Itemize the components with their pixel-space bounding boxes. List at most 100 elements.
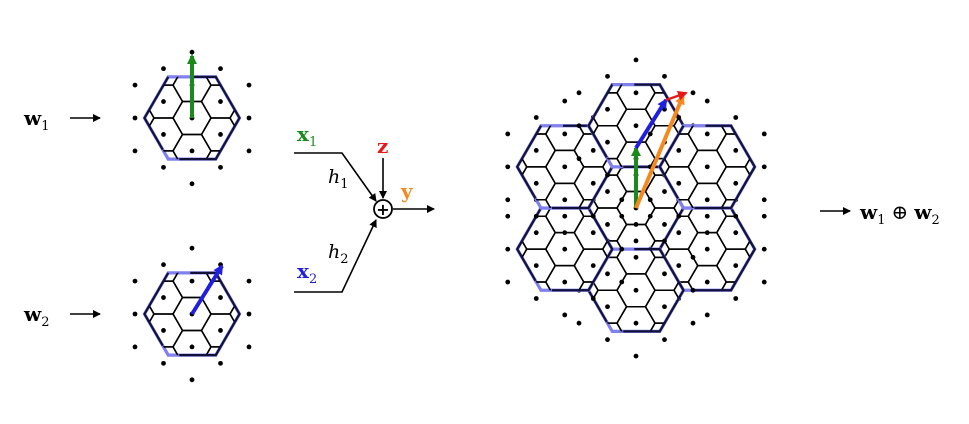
output-patch-6-lattice-point bbox=[761, 164, 767, 170]
patch-w2-lattice-point bbox=[161, 262, 166, 268]
output-patch-6-lattice-point bbox=[733, 180, 739, 186]
output-patch-5-lattice-point bbox=[576, 90, 582, 96]
output-patch-3-lattice-point bbox=[619, 246, 625, 252]
output-patch-3-lattice-point bbox=[533, 296, 539, 301]
codeword-vector-x2 bbox=[190, 264, 224, 316]
output-patch-5-lattice-point bbox=[690, 90, 696, 96]
patch-w1-lattice-point bbox=[161, 132, 166, 137]
output-patch-4-lattice-point bbox=[562, 164, 568, 170]
label-x2: x2 bbox=[297, 259, 317, 287]
patch-w2-lattice-point bbox=[189, 344, 195, 350]
output-patch-6-lattice-point bbox=[733, 213, 739, 219]
output-vector-noise bbox=[665, 90, 688, 102]
output-patch-2-lattice-point bbox=[633, 353, 639, 359]
output-patch-0-lattice-point bbox=[605, 222, 610, 227]
output-patch-0-lattice-point bbox=[662, 222, 667, 227]
output-patch-4-lattice-point bbox=[505, 131, 511, 137]
patch-w2-lattice-point bbox=[246, 311, 252, 317]
output-patch-1-lattice-point bbox=[647, 213, 653, 219]
output-patch-1-lattice-point bbox=[733, 296, 739, 301]
output-patch-5-lattice-point bbox=[605, 139, 610, 145]
output-patch-5-lattice-point bbox=[576, 156, 582, 162]
output-patch-3-lattice-point bbox=[619, 213, 625, 219]
patch-w1-lattice-point bbox=[161, 66, 166, 72]
output-patch-1-lattice-point bbox=[704, 213, 710, 219]
output-patch-6-lattice-point bbox=[676, 148, 682, 153]
output-patch-5-lattice-point bbox=[633, 57, 639, 63]
output-patch-0-lattice-point bbox=[605, 189, 610, 194]
patch-w1-lattice-point bbox=[161, 99, 166, 104]
output-patch-3-lattice-point bbox=[505, 246, 511, 252]
label-noise: z bbox=[377, 134, 388, 158]
patch-w2-lattice-point bbox=[161, 328, 166, 333]
output-patch-3-lattice-point bbox=[590, 296, 596, 301]
output-patch-2-lattice-point bbox=[633, 320, 639, 326]
patch-w1-lattice-point bbox=[132, 115, 138, 121]
output-patch-6-lattice-point bbox=[733, 115, 739, 120]
patch-w2-lattice-point bbox=[246, 278, 252, 284]
output-patch-6-lattice-point bbox=[704, 131, 710, 137]
output-patch-4-lattice-point bbox=[533, 115, 539, 120]
output-patch-4-lattice-point bbox=[562, 131, 568, 137]
output-patch-2-lattice-point bbox=[690, 320, 696, 326]
output-patch-4-lattice-point bbox=[533, 180, 539, 186]
output-patch-4-lattice-point bbox=[562, 197, 568, 203]
output-patch-1-cell bbox=[744, 231, 755, 267]
output-patch-6-lattice-point bbox=[704, 164, 710, 170]
output-patch-1-lattice-point bbox=[704, 279, 710, 285]
patch-w2-lattice-point bbox=[218, 360, 223, 366]
output-patch-2-lattice-point bbox=[605, 271, 610, 277]
output-patch-3-lattice-point bbox=[590, 263, 596, 268]
output-patch-4-lattice-point bbox=[590, 180, 596, 186]
output-patch-6-lattice-point bbox=[647, 131, 653, 137]
patch-w2-lattice-point bbox=[161, 295, 166, 300]
output-patch-4-lattice-point bbox=[590, 213, 596, 219]
output-patch-4-lattice-point bbox=[562, 98, 568, 104]
patch-w1-lattice-point bbox=[246, 148, 252, 154]
patch-w1-lattice-point bbox=[132, 148, 138, 154]
patch-w1-lattice-point bbox=[161, 164, 166, 170]
output-patch-2-lattice-point bbox=[633, 254, 639, 260]
adder-node bbox=[373, 199, 393, 219]
output-patch-1-lattice-point bbox=[733, 230, 739, 236]
output-patch-1-lattice-point bbox=[704, 312, 710, 318]
label-w2: w2 bbox=[23, 302, 50, 330]
patch-w1-lattice-point bbox=[189, 49, 195, 55]
output-patch-6-lattice-point bbox=[761, 131, 767, 137]
output-vector-x2 bbox=[634, 98, 668, 150]
patch-w2-lattice-point bbox=[132, 278, 138, 284]
patch-w2-lattice-point bbox=[189, 278, 195, 284]
output-patch-1-lattice-point bbox=[761, 213, 767, 219]
output-patch-1-lattice-point bbox=[704, 246, 710, 252]
output-patch-2-lattice-point bbox=[662, 238, 667, 244]
output-patch-0-cell bbox=[673, 190, 684, 226]
output-patch-5-lattice-point bbox=[662, 73, 667, 79]
output-patch-2-lattice-point bbox=[662, 304, 667, 310]
output-patch-4-lattice-point bbox=[590, 148, 596, 153]
label-received: y bbox=[400, 179, 414, 203]
patch-w2-lattice-point bbox=[161, 360, 166, 366]
output-patch-0-lattice-point bbox=[662, 189, 667, 194]
patch-w1-lattice-point bbox=[218, 164, 223, 170]
patch-w1-lattice-point bbox=[189, 148, 195, 154]
output-patch-3-lattice-point bbox=[562, 312, 568, 318]
output-patch-2-cell bbox=[673, 273, 684, 308]
channel-path-h1 bbox=[294, 152, 377, 202]
output-patch-1-lattice-point bbox=[676, 230, 682, 236]
output-patch-5-lattice-point bbox=[605, 73, 610, 79]
output-patch-2-lattice-point bbox=[690, 287, 696, 293]
patch-w2-lattice-point bbox=[132, 344, 138, 350]
output-patch-5-lattice-point bbox=[633, 123, 639, 129]
patch-w1-lattice-point bbox=[132, 82, 138, 88]
patch-w1-lattice-point bbox=[189, 181, 195, 187]
patch-w2-lattice-point bbox=[246, 344, 252, 350]
label-w1: w1 bbox=[23, 106, 50, 134]
output-patch-3-lattice-point bbox=[505, 279, 511, 285]
output-patch-3-lattice-point bbox=[533, 230, 539, 236]
patch-w2-lattice-point bbox=[218, 295, 223, 300]
output-vector-y bbox=[634, 94, 685, 209]
output-patch-4-lattice-point bbox=[533, 213, 539, 219]
patch-w1-lattice-point bbox=[218, 99, 223, 104]
patch-w2-lattice-point bbox=[132, 311, 138, 317]
